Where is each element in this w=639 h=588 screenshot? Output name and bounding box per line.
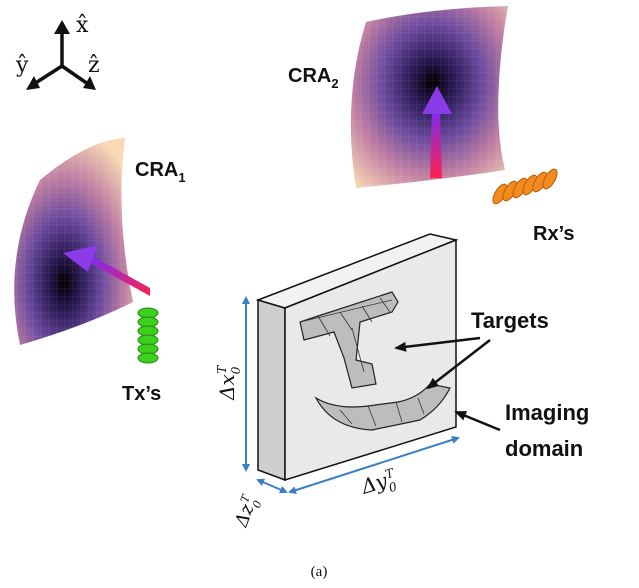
cra2-label-sub: 2 xyxy=(331,76,338,91)
dim-z-label: Δz0T xyxy=(230,492,266,532)
dim-x-sub: 0 xyxy=(229,366,243,374)
imaging-domain-label-line2: domain xyxy=(505,436,583,461)
cra2-beam-arrow xyxy=(422,86,452,178)
dim-z-line xyxy=(256,478,288,494)
y-axis-label: ŷ xyxy=(15,53,29,78)
cra2-label: CRA2 xyxy=(288,65,339,91)
target-knife-shape xyxy=(314,383,451,431)
cra1-label: CRA1 xyxy=(135,159,186,185)
cra2-aperture-panel xyxy=(350,6,508,188)
cra1-beam-arrow xyxy=(63,245,150,296)
imaging-domain-box xyxy=(255,233,459,482)
cra2-label-base: CRA xyxy=(288,65,331,87)
dim-x-label: Δx0T xyxy=(215,365,243,401)
coordinate-axes: x̂ ŷ ẑ xyxy=(15,13,100,90)
targets-label: Targets xyxy=(471,308,549,333)
target-gun-shape xyxy=(299,291,399,389)
x-axis-label: x̂ xyxy=(76,13,89,38)
targets-pointer-knife xyxy=(426,339,491,390)
cra1-label-sub: 1 xyxy=(178,170,185,185)
dim-y-label: Δy0T xyxy=(357,465,400,502)
cra1-label-base: CRA xyxy=(135,159,178,181)
imaging-domain-label-line1: Imaging xyxy=(505,400,589,425)
dim-y-sub: 0 xyxy=(387,479,399,495)
rx-label: Rx’s xyxy=(533,223,575,245)
dim-y-line xyxy=(288,436,460,494)
dim-z-sub: 0 xyxy=(250,499,265,510)
dim-x-sup: T xyxy=(215,365,229,374)
targets-pointer-gun xyxy=(394,336,481,352)
dim-x-base: Δx xyxy=(215,374,239,401)
imaging-domain-pointer xyxy=(454,410,501,432)
cra1-aperture-panel xyxy=(14,138,133,345)
tx-label: Tx’s xyxy=(122,383,161,405)
tx-array xyxy=(137,307,159,364)
figure-caption: (a) xyxy=(311,564,328,580)
rx-array xyxy=(492,168,558,205)
z-axis-label: ẑ xyxy=(88,53,100,78)
